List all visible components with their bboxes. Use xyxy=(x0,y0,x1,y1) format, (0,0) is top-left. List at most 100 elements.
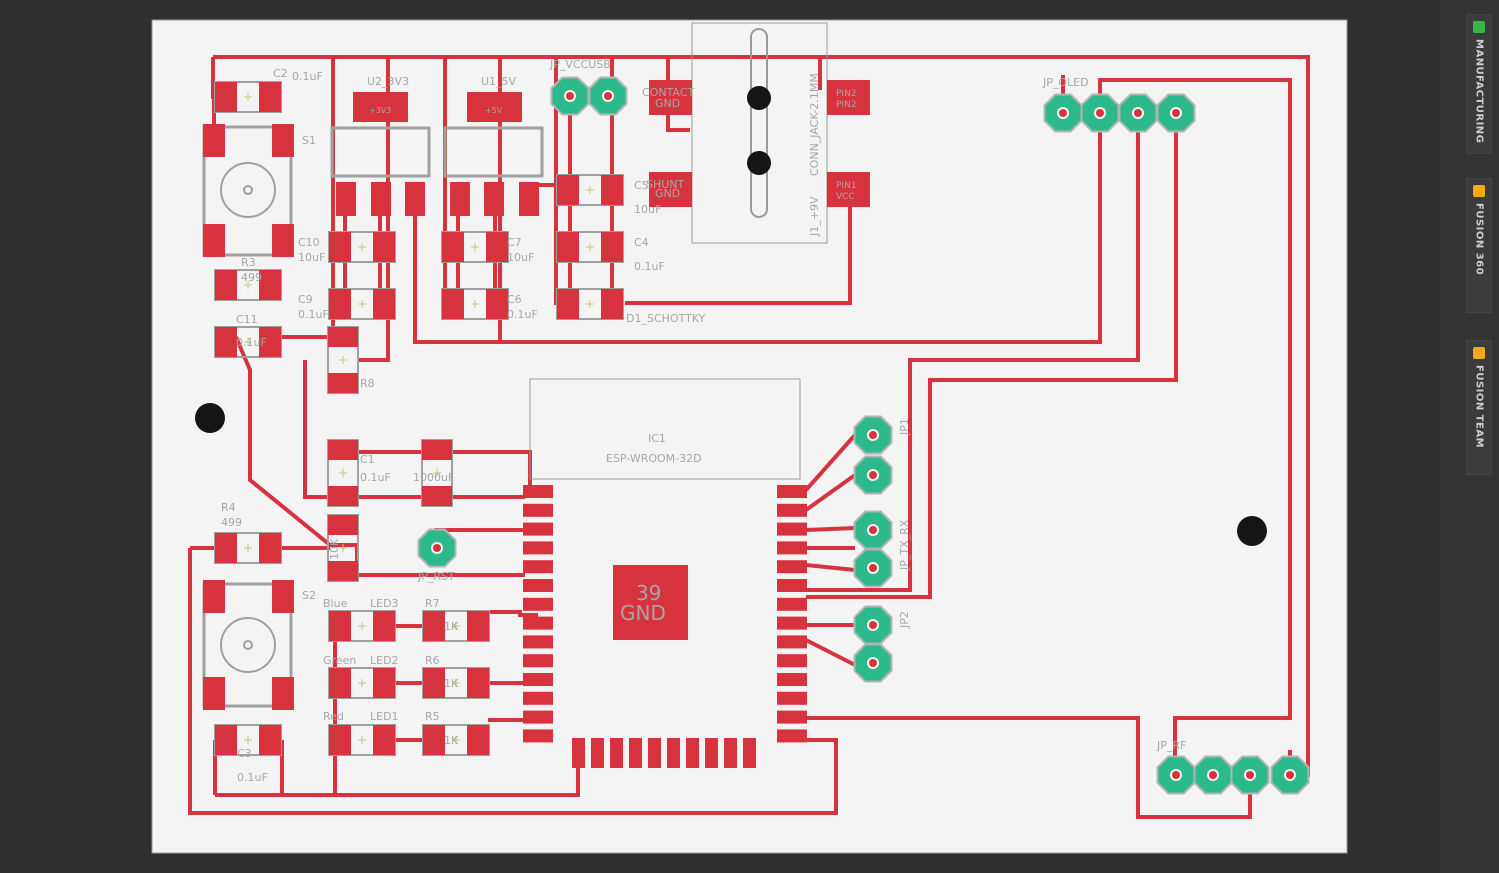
label-esp: ESP-WROOM-32D xyxy=(606,452,702,465)
label-shunt: SHUNT xyxy=(646,178,685,191)
label-c5-value: 10uF xyxy=(634,203,661,216)
esp-pin xyxy=(523,729,553,743)
esp-pin xyxy=(523,635,553,649)
power-jack xyxy=(649,22,870,244)
tab-fusion-360[interactable]: FUSION 360 xyxy=(1466,178,1492,313)
esp-pin xyxy=(777,616,807,630)
esp-pin xyxy=(523,485,553,498)
label-c11: C11 xyxy=(236,313,258,326)
label-jp-rst: JP_RST xyxy=(417,570,455,583)
label-c1-value: 0.1uF xyxy=(360,471,391,484)
label-c3-value: 1000uF xyxy=(413,471,454,484)
silkscreen-labels: C2 0.1uF U2_3V3 +3V3 U1_5V +5V JP_VCCUSB… xyxy=(221,58,1186,784)
label-r5-value: 1K xyxy=(444,734,459,747)
regulator-u2 xyxy=(330,92,431,216)
esp-pin xyxy=(629,738,642,768)
label-r8: R8 xyxy=(360,377,375,390)
esp-pin xyxy=(777,541,807,555)
through-hole-pad xyxy=(853,455,893,495)
label-c6-value: 0.1uF xyxy=(507,308,538,321)
smd-component xyxy=(327,326,359,394)
esp-pin xyxy=(743,738,756,768)
esp-pin xyxy=(777,522,807,536)
through-hole-pad xyxy=(1080,93,1120,133)
label-r7-value: 1K xyxy=(444,620,459,633)
esp-module xyxy=(523,378,807,768)
smd-component xyxy=(214,326,282,358)
through-hole-pad xyxy=(1043,93,1083,133)
label-r4-value: 499 xyxy=(221,516,242,529)
label-c5: C5 xyxy=(634,179,649,192)
label-led2: LED2 xyxy=(370,654,399,667)
label-pin2: PIN2 xyxy=(836,89,857,99)
through-hole-pad xyxy=(1156,755,1196,795)
esp-pin xyxy=(523,710,553,724)
label-ic1: IC1 xyxy=(648,432,666,445)
label-j1: J1_+9V xyxy=(808,196,821,237)
mounting-hole xyxy=(1237,516,1267,546)
esp-pin xyxy=(777,579,807,592)
label-10k: 10K xyxy=(328,538,341,560)
label-c7: C7 xyxy=(507,236,522,249)
label-c7-value: 10uF xyxy=(507,251,534,264)
label-c4-value: 0.1uF xyxy=(634,260,665,273)
esp-pin xyxy=(523,541,553,555)
through-hole-pad xyxy=(1118,93,1158,133)
through-hole-pad xyxy=(1193,755,1233,795)
label-r4: R4 xyxy=(221,501,236,514)
esp-pin xyxy=(648,738,661,768)
label-contact: CONTACT xyxy=(642,86,694,99)
esp-pin xyxy=(777,691,807,705)
smd-component xyxy=(556,288,624,320)
esp-pin xyxy=(523,691,553,705)
label-c10: C10 xyxy=(298,236,320,249)
esp-pin xyxy=(777,673,807,686)
label-jp1: JP1 xyxy=(898,418,911,436)
through-hole-pad xyxy=(853,643,893,683)
label-c10-value: 10uF xyxy=(298,251,325,264)
pcb-board-canvas[interactable]: C2 0.1uF U2_3V3 +3V3 U1_5V +5V JP_VCCUSB… xyxy=(0,0,1440,873)
label-r5: R5 xyxy=(425,710,440,723)
through-hole-pad xyxy=(1230,755,1270,795)
smd-component xyxy=(328,724,396,756)
label-u1-pin: +5V xyxy=(485,106,503,115)
esp-pin xyxy=(705,738,718,768)
smd-component xyxy=(422,667,490,699)
label-r3-value: 499 xyxy=(241,271,262,284)
label-r7: R7 xyxy=(425,597,440,610)
esp-pin xyxy=(777,710,807,724)
label-c3b-value: 0.1uF xyxy=(237,771,268,784)
label-c11-value: 0.1uF xyxy=(236,336,267,349)
smd-component xyxy=(327,514,359,582)
label-r6: R6 xyxy=(425,654,440,667)
label-r3: R3 xyxy=(241,256,256,269)
smd-component xyxy=(556,174,624,206)
through-hole-pad xyxy=(1156,93,1196,133)
smd-component xyxy=(556,231,624,263)
label-c9-value: 0.1uF xyxy=(298,308,329,321)
label-led3: LED3 xyxy=(370,597,399,610)
through-hole-pad xyxy=(853,510,893,550)
fusion-360-icon xyxy=(1473,185,1485,197)
pcb-layout: C2 0.1uF U2_3V3 +3V3 U1_5V +5V JP_VCCUSB… xyxy=(151,19,1348,854)
esp-pin xyxy=(523,503,553,517)
esp-pin xyxy=(777,560,807,574)
esp-pin xyxy=(686,738,699,768)
switch-s1 xyxy=(202,124,294,257)
label-c2: C2 xyxy=(273,67,288,80)
smd-component xyxy=(328,667,396,699)
label-led1: LED1 xyxy=(370,710,399,723)
through-hole-pad xyxy=(417,528,457,568)
tab-fusion-team[interactable]: FUSION TEAM xyxy=(1466,340,1492,475)
smd-component xyxy=(214,81,282,113)
tab-manufacturing[interactable]: MANUFACTURING xyxy=(1466,14,1492,154)
smd-component xyxy=(328,288,396,320)
esp-pin xyxy=(523,616,553,630)
label-s2: S2 xyxy=(302,589,316,602)
gnd-pad xyxy=(613,565,688,640)
smd-component xyxy=(214,269,282,301)
esp-pin xyxy=(523,579,553,592)
fusion-team-icon xyxy=(1473,347,1485,359)
label-jp-vccusb: JP_VCCUSB xyxy=(549,58,611,71)
label-r6-value: 1K xyxy=(444,677,459,690)
